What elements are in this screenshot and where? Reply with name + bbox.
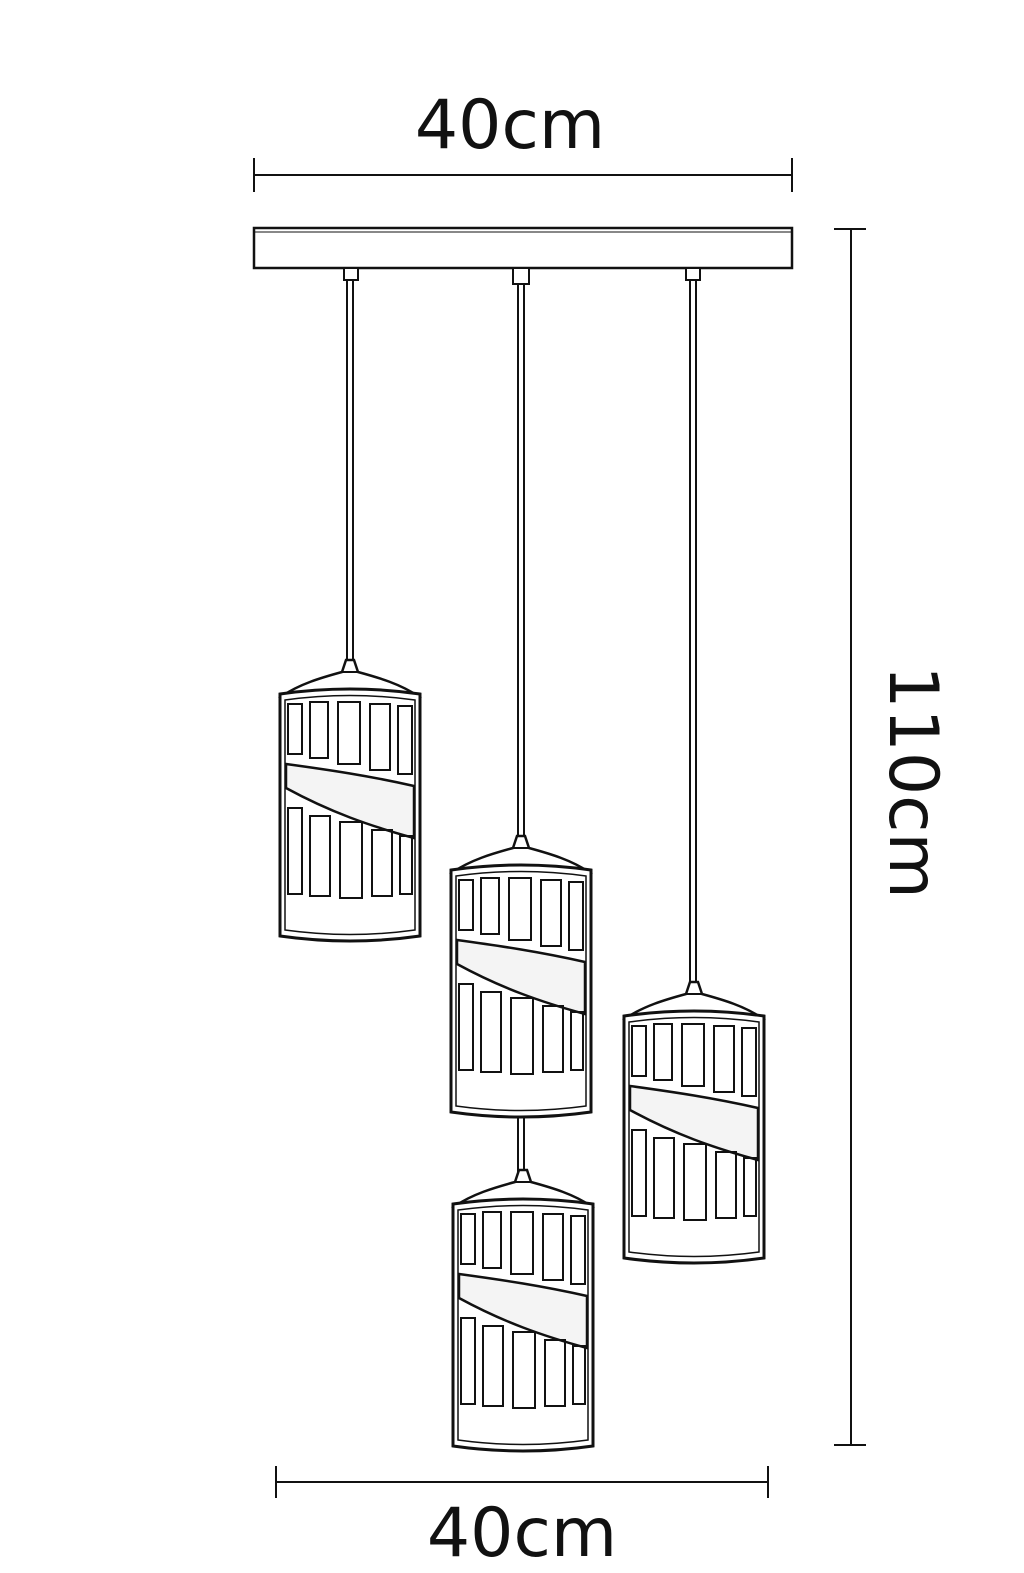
dimension-line-bottom: [275, 1466, 769, 1498]
pendant-shade-1: [278, 658, 422, 943]
height-label: 110cm: [873, 665, 952, 899]
pendant-lamp-drawing: [252, 158, 866, 1498]
pendant-shade-3: [622, 980, 766, 1265]
width-label-bottom: 40cm: [426, 1494, 618, 1573]
dimension-line-right: [834, 228, 866, 1446]
pendant-shade-2: [449, 834, 593, 1119]
pendant-shade-4: [451, 1168, 595, 1453]
dimension-line-top: [253, 158, 793, 192]
width-label-top: 40cm: [414, 86, 606, 165]
ceiling-plate: [252, 226, 794, 285]
